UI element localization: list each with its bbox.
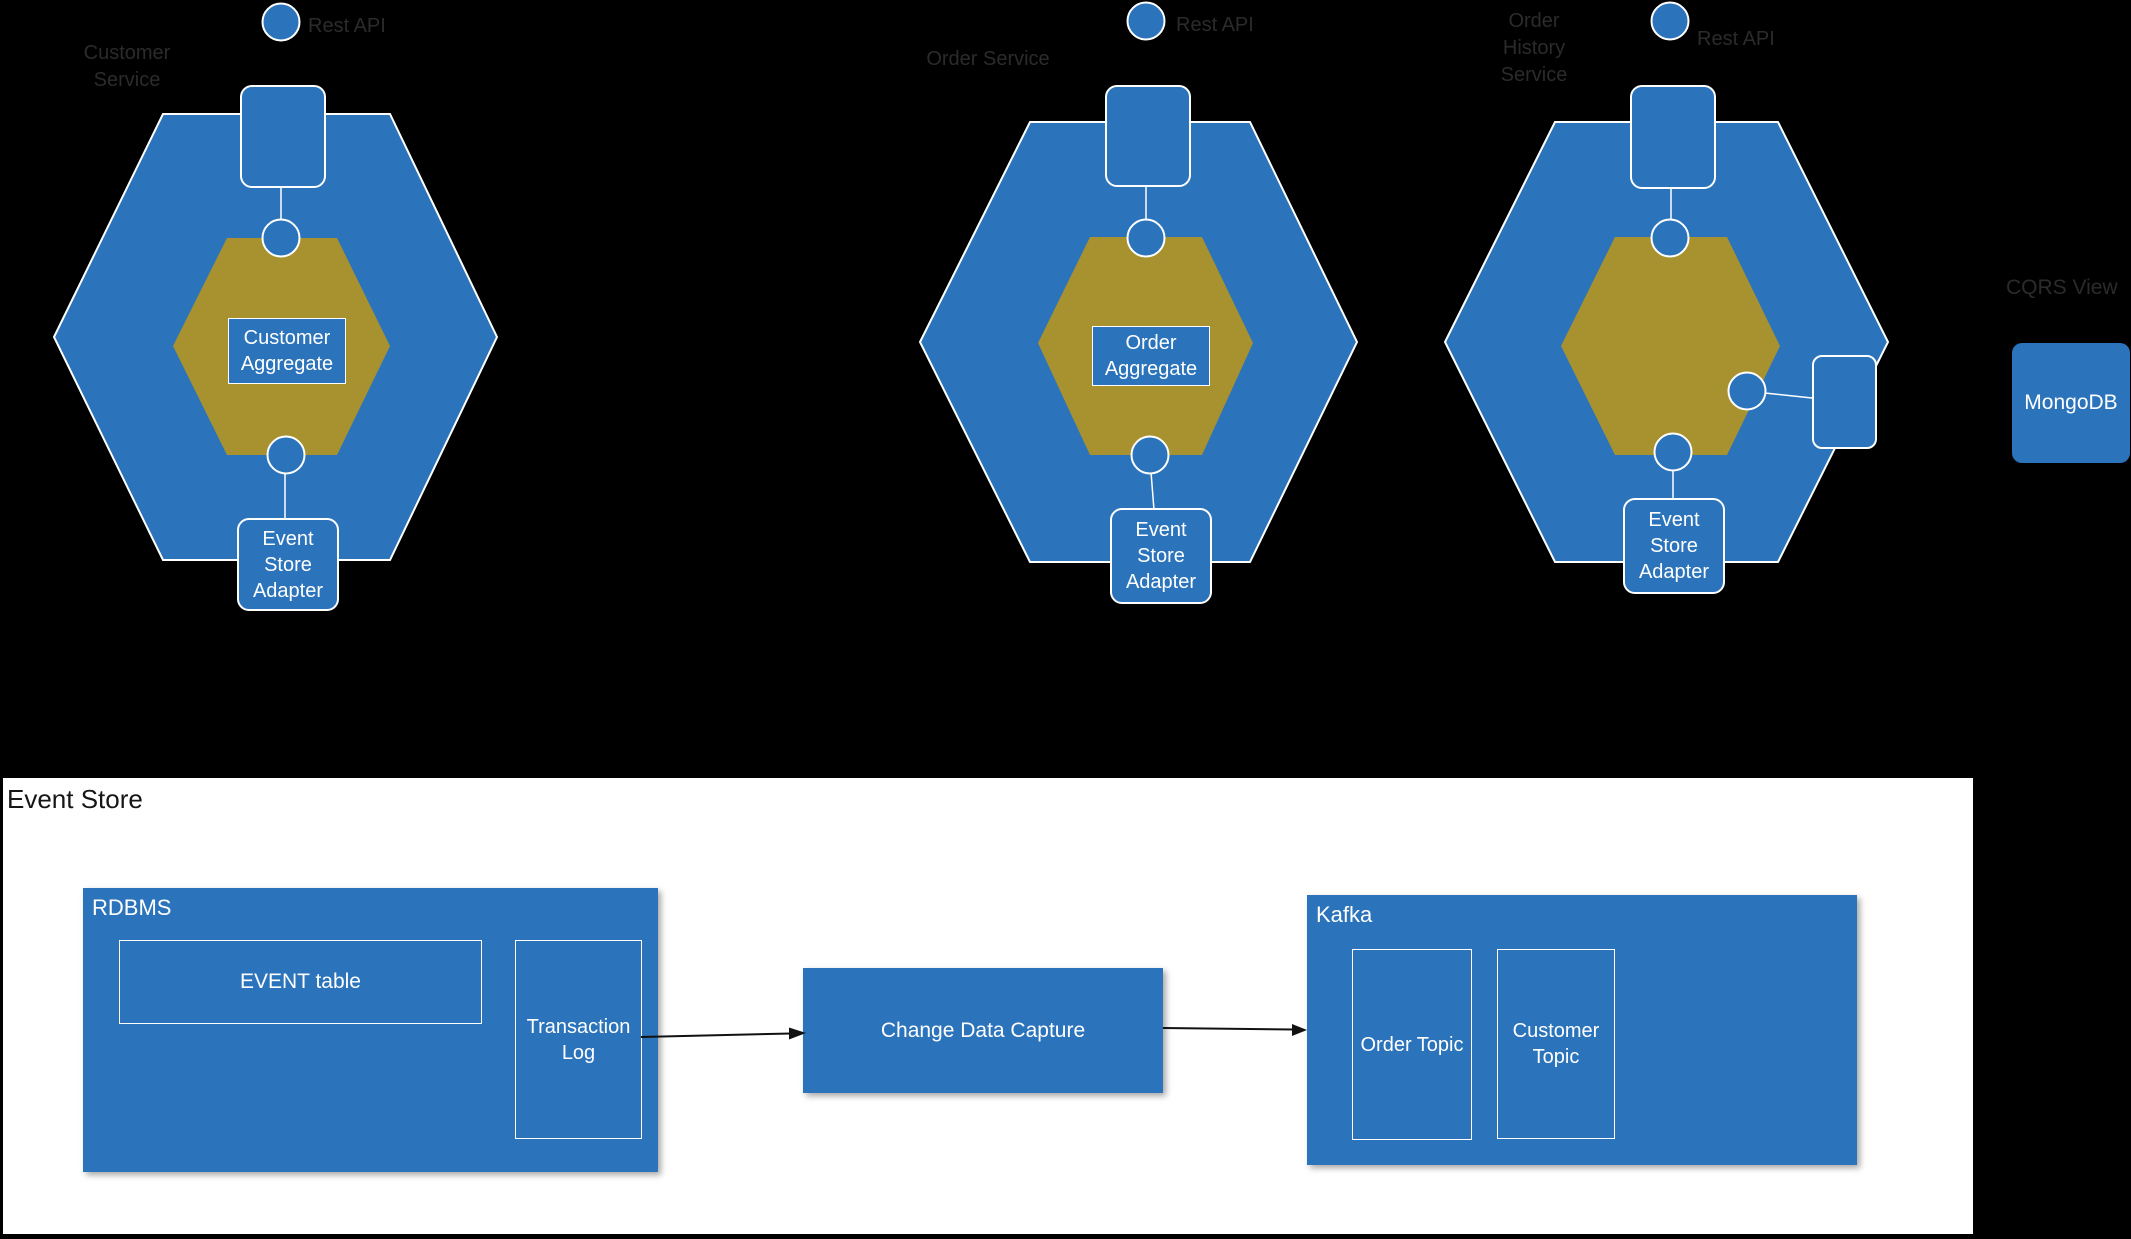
rest-api-icon bbox=[261, 2, 301, 42]
order-aggregate-label: Order Aggregate bbox=[1104, 332, 1198, 380]
rdbms-box: RDBMS EVENT table Transaction Log bbox=[83, 888, 658, 1172]
order-api-adapter-box bbox=[1105, 85, 1191, 187]
orderhistory-view-port-circle bbox=[1727, 371, 1767, 411]
change-data-capture-label: Change Data Capture bbox=[880, 1018, 1086, 1042]
change-data-capture-box: Change Data Capture bbox=[803, 968, 1163, 1093]
event-store-panel-title: Event Store bbox=[7, 784, 143, 814]
orderhistory-eventstore-port-circle bbox=[1653, 432, 1693, 472]
customer-topic-label: Customer Topic bbox=[1512, 1020, 1600, 1068]
kafka-label: Kafka bbox=[1316, 902, 1373, 927]
orderhistory-view-adapter-box bbox=[1812, 355, 1877, 449]
customer-aggregate-label: Customer Aggregate bbox=[240, 327, 334, 375]
cqrs-view-label: CQRS View bbox=[2006, 276, 2118, 299]
event-table-box: EVENT table bbox=[119, 940, 482, 1024]
event-store-adapter-label: Event Store Adapter bbox=[1125, 519, 1197, 593]
orderhistory-event-store-adapter-box: Event Store Adapter bbox=[1623, 498, 1725, 594]
transaction-log-box: Transaction Log bbox=[515, 940, 642, 1139]
mongodb-label: MongoDB bbox=[2024, 391, 2118, 414]
rest-api-label: Rest API bbox=[308, 15, 386, 37]
rest-api-label: Rest API bbox=[1697, 28, 1775, 50]
order-event-store-adapter-box: Event Store Adapter bbox=[1110, 508, 1212, 604]
mongodb-box: MongoDB bbox=[2012, 343, 2130, 463]
arrowhead bbox=[789, 1027, 806, 1040]
event-table-label: EVENT table bbox=[239, 970, 361, 993]
arrows-layer bbox=[640, 1024, 1307, 1040]
rest-api-label: Rest API bbox=[1176, 14, 1254, 36]
arrowhead bbox=[1292, 1024, 1307, 1036]
order-topic-label: Order Topic bbox=[1360, 1033, 1464, 1056]
event-store-panel: Event Store RDBMS EVENT table Transactio… bbox=[3, 778, 1973, 1234]
transaction-log-label: Transaction Log bbox=[526, 1015, 631, 1064]
customer-topic-box: Customer Topic bbox=[1497, 949, 1615, 1139]
customer-event-store-adapter-box: Event Store Adapter bbox=[237, 518, 339, 611]
order-eventstore-port-circle bbox=[1130, 435, 1170, 475]
orderhistory-api-adapter-box bbox=[1630, 85, 1716, 189]
event-store-adapter-label: Event Store Adapter bbox=[252, 527, 324, 602]
order-topic-box: Order Topic bbox=[1352, 949, 1472, 1140]
connector bbox=[1764, 392, 1813, 399]
order-aggregate-box: Order Aggregate bbox=[1092, 326, 1210, 386]
orderhistory-rest-port-circle bbox=[1650, 218, 1690, 258]
kafka-box: Kafka Order Topic Customer Topic bbox=[1307, 895, 1857, 1165]
order-history-aggregate-hexagon bbox=[1561, 237, 1780, 455]
customer-aggregate-box: Customer Aggregate bbox=[228, 318, 346, 384]
customer-api-adapter-box bbox=[240, 85, 326, 188]
rest-api-icon bbox=[1650, 1, 1690, 41]
customer-eventstore-port-circle bbox=[266, 435, 306, 475]
order-rest-port-circle bbox=[1126, 218, 1166, 258]
customer-service-label: Customer Service bbox=[83, 42, 171, 91]
rdbms-label: RDBMS bbox=[92, 895, 172, 920]
rest-api-icon bbox=[1126, 1, 1166, 41]
arrow-cdc-to-kafka bbox=[1162, 1027, 1295, 1031]
arrow-tlog-to-cdc bbox=[640, 1032, 792, 1038]
connector bbox=[1150, 471, 1155, 511]
order-history-service-label: Order History Service bbox=[1500, 10, 1568, 86]
order-service-label: Order Service bbox=[926, 48, 1050, 70]
customer-rest-port-circle bbox=[261, 218, 301, 258]
event-store-adapter-label: Event Store Adapter bbox=[1638, 509, 1710, 583]
